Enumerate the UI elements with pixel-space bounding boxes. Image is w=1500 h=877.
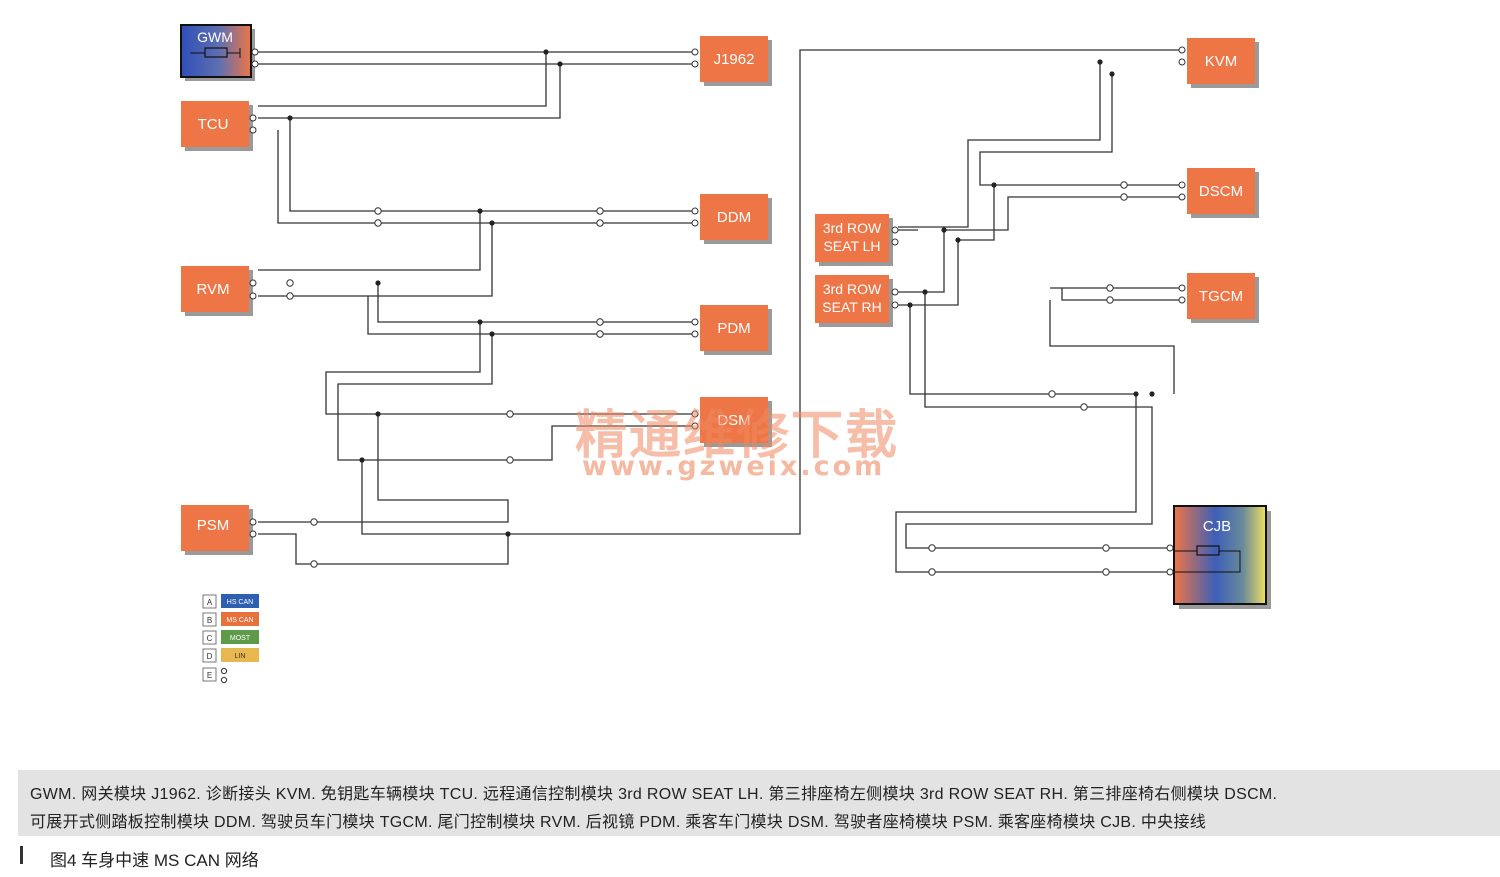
- module-rvm: RVM: [181, 266, 257, 316]
- pdm-label: PDM: [717, 320, 750, 337]
- module-gwm: GWM: [180, 24, 259, 81]
- caption-panel: GWM. 网关模块 J1962. 诊断接头 KVM. 免钥匙车辆模块 TCU. …: [18, 770, 1500, 836]
- legend-label-ms-can: MS CAN: [226, 617, 253, 624]
- figure-title: 图4 车身中速 MS CAN 网络: [50, 851, 259, 870]
- dscm-label: DSCM: [1199, 183, 1243, 200]
- module-tcu: TCU: [181, 101, 257, 151]
- legend-connector-icon: [220, 667, 228, 675]
- legend-item-e: E: [202, 667, 228, 684]
- legend-letter-b: B: [207, 616, 212, 625]
- tcu-label: TCU: [198, 116, 229, 133]
- row3-rh-label-1: 3rd ROW: [823, 281, 882, 297]
- watermark-text: 精通维修下载: [575, 405, 900, 466]
- j1962-label: J1962: [714, 51, 755, 68]
- tgcm-label: TGCM: [1199, 288, 1243, 305]
- caption-line-1: GWM. 网关模块 J1962. 诊断接头 KVM. 免钥匙车辆模块 TCU. …: [30, 786, 1278, 803]
- row3-rh-label-2: SEAT RH: [822, 299, 881, 315]
- row3-lh-label-2: SEAT LH: [823, 238, 880, 254]
- legend-item-a: A HS CAN: [202, 594, 259, 609]
- legend-letter-d: D: [207, 652, 213, 661]
- ddm-label: DDM: [717, 209, 751, 226]
- junction-dots: [287, 49, 1155, 537]
- module-psm: PSM: [181, 505, 257, 555]
- module-ddm: DDM: [691, 194, 772, 244]
- module-cjb: CJB: [1166, 505, 1271, 609]
- legend-label-lin: LIN: [235, 653, 246, 660]
- module-dsm: DSM: [691, 397, 772, 447]
- legend: A HS CAN B MS CAN C MOST D LIN E: [202, 594, 259, 684]
- cjb-label: CJB: [1203, 518, 1231, 535]
- legend-item-c: C MOST: [202, 630, 259, 645]
- legend-label-hs-can: HS CAN: [227, 599, 253, 606]
- module-j1962: J1962: [691, 36, 772, 86]
- watermark-url: www.gzweix.com: [582, 451, 886, 482]
- legend-swatch-most: [221, 630, 259, 644]
- rvm-label: RVM: [196, 281, 229, 298]
- legend-item-b: B MS CAN: [202, 612, 259, 627]
- psm-label: PSM: [197, 517, 230, 534]
- caption-line-2: 可展开式侧踏板控制模块 DDM. 驾驶员车门模块 TGCM. 尾门控制模块 RV…: [30, 814, 1207, 831]
- module-3rd-row-seat-lh: 3rd ROW SEAT LH: [815, 214, 899, 266]
- module-dscm: DSCM: [1178, 168, 1259, 218]
- connector-symbols: [286, 181, 1128, 576]
- gwm-label: GWM: [197, 29, 233, 45]
- legend-item-d: D LIN: [202, 648, 259, 663]
- legend-letter-e: E: [207, 671, 212, 680]
- module-3rd-row-seat-rh: 3rd ROW SEAT RH: [815, 275, 899, 327]
- legend-letter-c: C: [207, 634, 213, 643]
- figure-marker: [20, 846, 23, 864]
- network-diagram: GWM J1962 TCU DDM RVM PDM DSM: [180, 24, 1271, 684]
- legend-swatch-lin: [221, 648, 259, 662]
- legend-swatch-ms-can: [221, 612, 259, 626]
- dsm-label: DSM: [717, 412, 750, 429]
- row3-lh-label-1: 3rd ROW: [823, 220, 882, 236]
- legend-label-most: MOST: [230, 635, 251, 642]
- kvm-label: KVM: [1205, 53, 1238, 70]
- module-kvm: KVM: [1178, 38, 1259, 88]
- legend-swatch-hs-can: [221, 594, 259, 608]
- module-pdm: PDM: [691, 305, 772, 355]
- legend-letter-a: A: [207, 598, 213, 607]
- module-tgcm: TGCM: [1178, 273, 1259, 323]
